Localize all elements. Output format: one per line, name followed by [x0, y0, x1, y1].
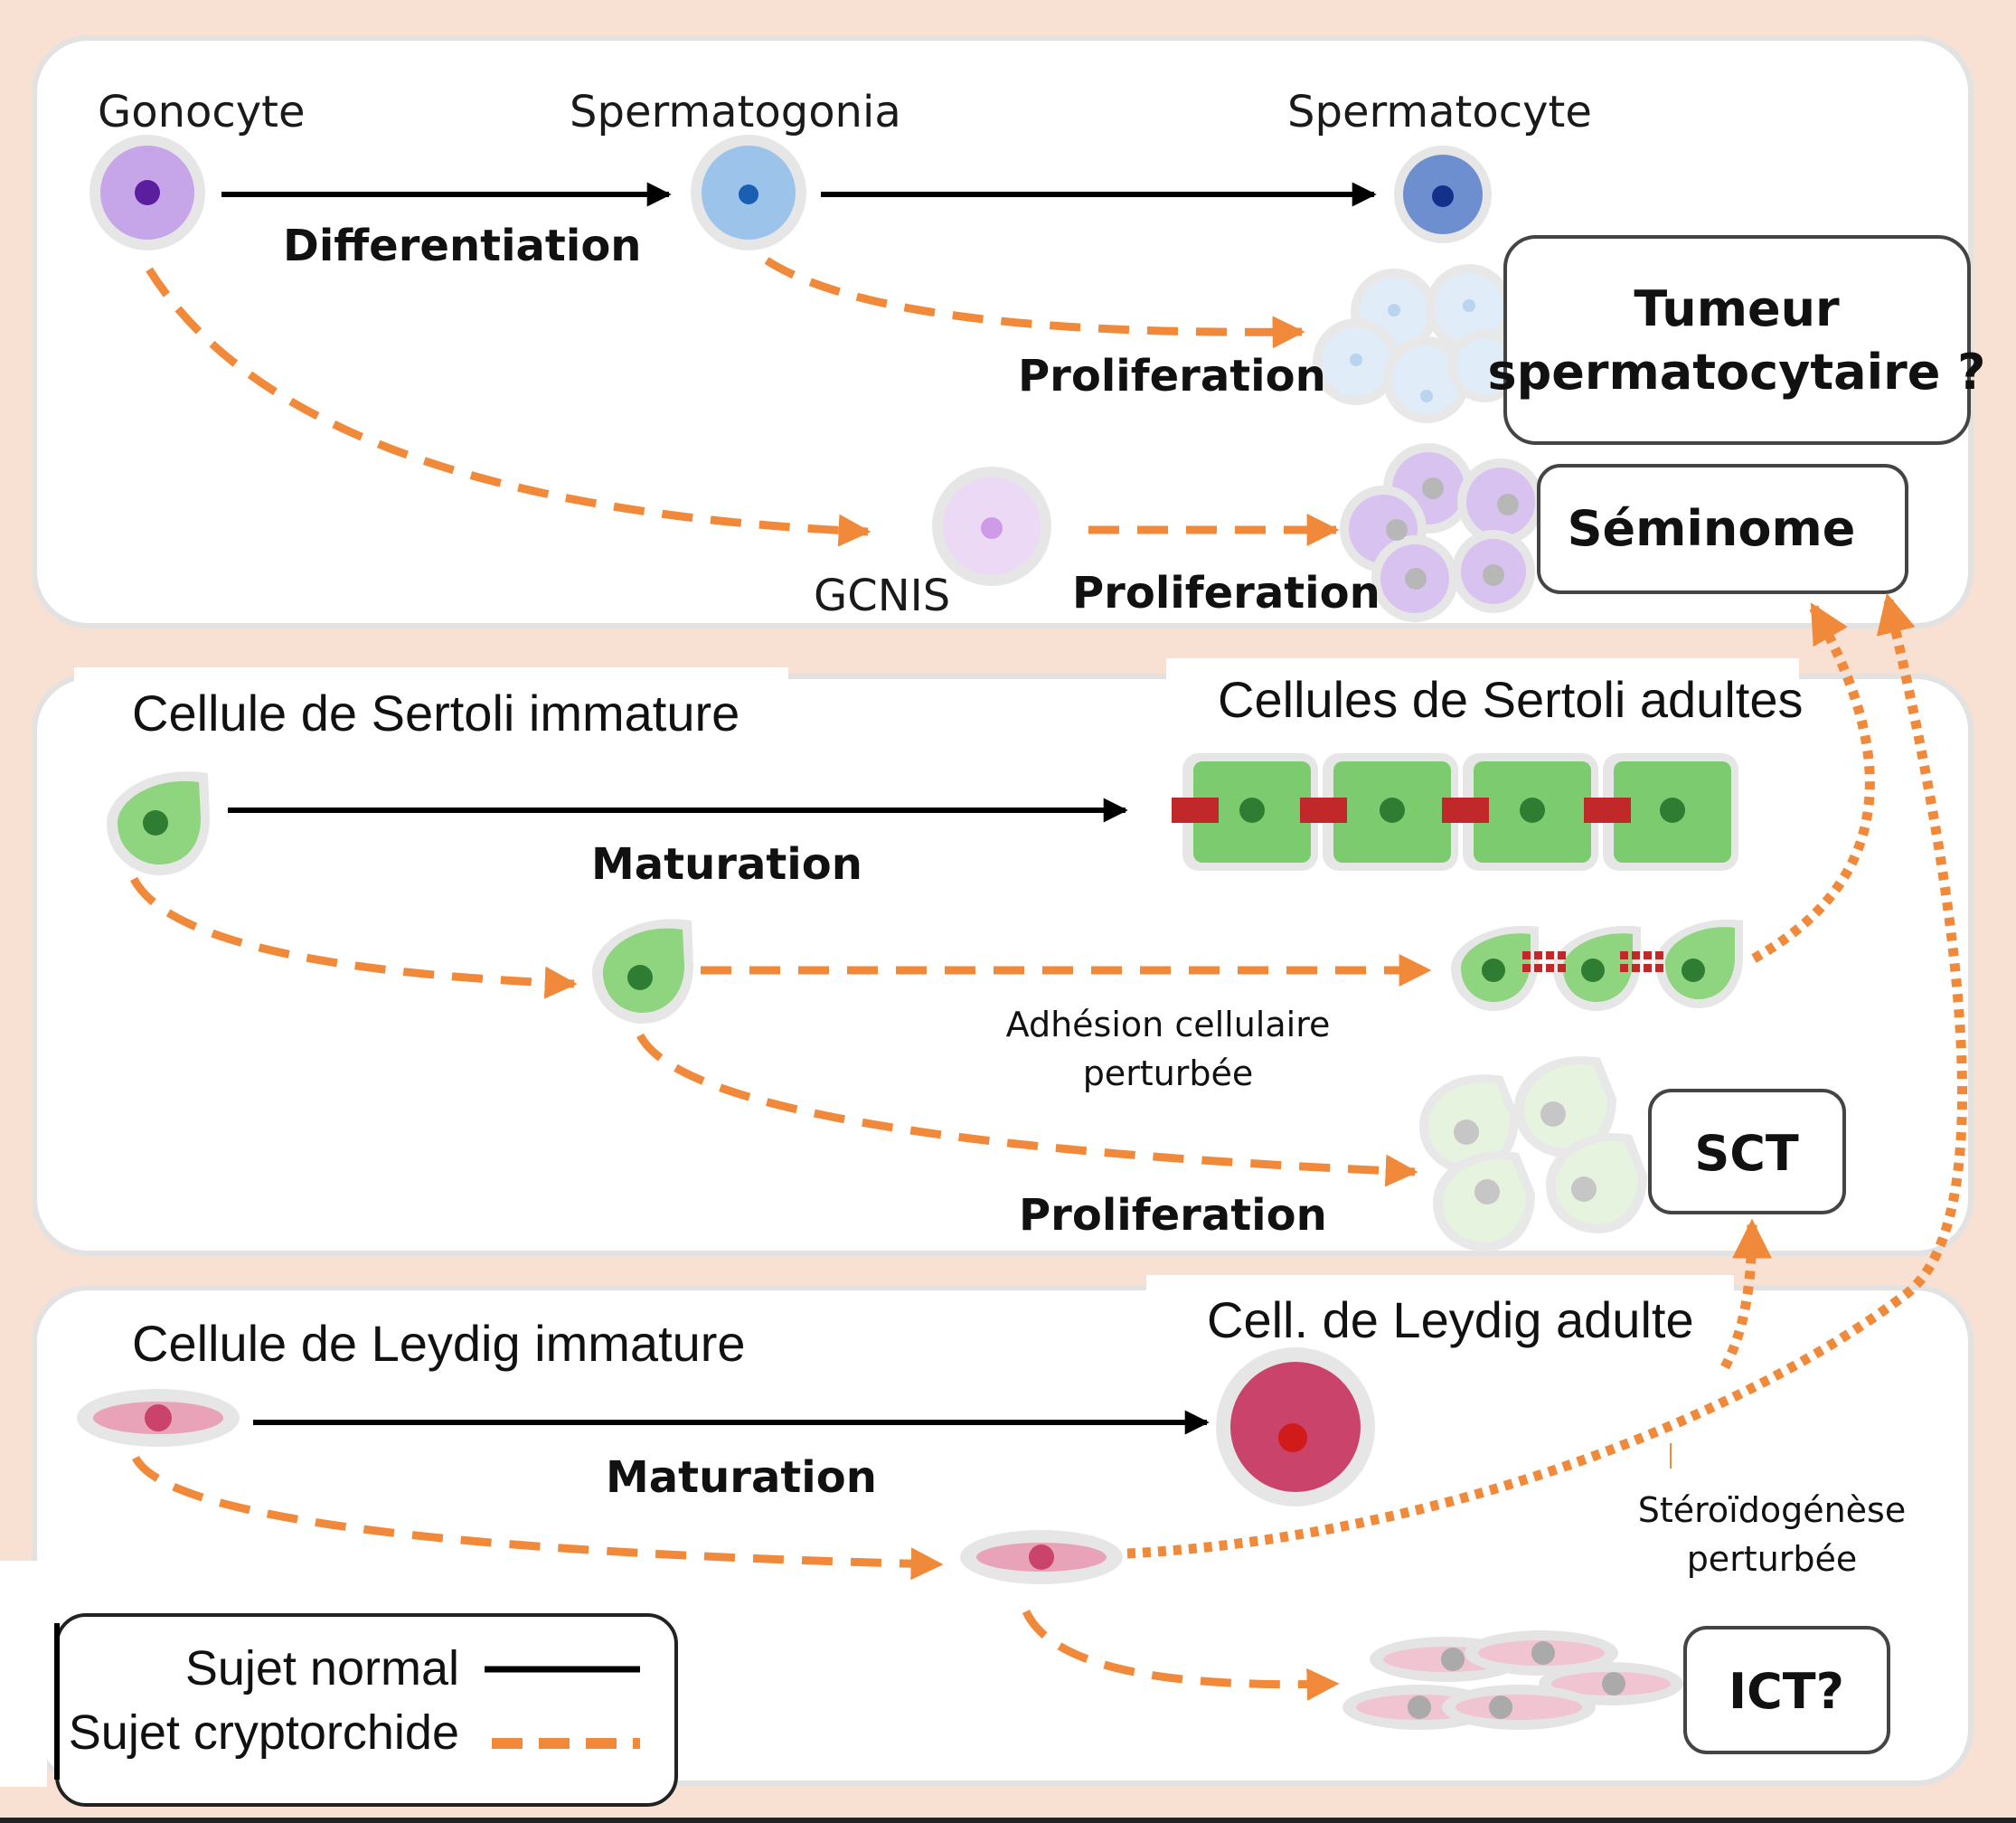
seminoma-cluster: [1340, 443, 1544, 622]
sct-cluster: [1419, 1056, 1647, 1252]
arrow-arrested-to-sct: [636, 1033, 1418, 1187]
steroid-label-backdrop: [1609, 1474, 1953, 1579]
dotted-arrows: [1126, 592, 1967, 1559]
legend-normal-label: Sujet normal: [185, 1641, 459, 1695]
cryptorchid-arrows-sertoli: [130, 876, 1432, 1187]
immature-leydig-cell: [77, 1389, 240, 1447]
label-sct: SCT: [1694, 1125, 1799, 1182]
label-sertoli-proliferation: Proliferation: [1019, 1190, 1327, 1241]
arrow-gonocyte-to-gcnis: [146, 267, 871, 547]
label-leydig-immature: Cellule de Leydig immature: [132, 1315, 746, 1372]
box-seminoma: Séminome: [1537, 464, 1908, 594]
box-ict: ICT?: [1683, 1626, 1890, 1754]
spermatocyte-cell: [1394, 146, 1492, 243]
label-seminoma: Séminome: [1568, 500, 1856, 557]
label-gcnis: GCNIS: [814, 571, 950, 621]
arrow-leydig-to-seminoma: [1126, 592, 1967, 1559]
label-differentiation: Differentiation: [283, 221, 641, 271]
arrow-leydig-proliferation: [1022, 1610, 1340, 1701]
adult-sertoli-cells: [1182, 753, 1738, 871]
box-spermatocytic-tumor: Tumeur spermatocytaire ?: [1487, 235, 1986, 445]
arrow-leydig-to-sct: [1720, 1218, 1772, 1370]
label-steroid-line2: perturbée: [1687, 1539, 1858, 1579]
label-ict: ICT?: [1729, 1663, 1844, 1720]
cryptorchid-arrows-germ: [146, 257, 1340, 547]
label-sertoli-adult: Cellules de Sertoli adultes: [1218, 671, 1803, 728]
tight-junctions: [1172, 798, 1631, 823]
label-proliferation-spermatogonia: Proliferation: [1018, 351, 1326, 401]
arrow-adhesion-to-seminoma: [1751, 602, 1875, 963]
gonocyte-cell: [89, 135, 205, 250]
label-adhesion-line2: perturbée: [1083, 1053, 1254, 1093]
legend: Sujet normal Sujet cryptorchide: [54, 1613, 678, 1807]
label-tumor-line2: spermatocytaire ?: [1487, 344, 1985, 401]
label-leydig-adult: Cell. de Leydig adulte: [1207, 1291, 1694, 1348]
label-backdrop-leydig-adult: [1146, 1275, 1734, 1347]
arrested-sertoli-cell: [592, 919, 693, 1024]
spermatocytic-tumor-cluster: [1313, 264, 1521, 423]
arrow-sertoli-to-arrested: [130, 876, 578, 999]
legend-backdrop: [0, 1561, 47, 1787]
label-steroid-line1: Stéroïdogénèse: [1638, 1490, 1907, 1530]
label-leydig-maturation: Maturation: [606, 1452, 877, 1503]
label-backdrop-sertoli: [74, 667, 788, 731]
label-gonocyte: Gonocyte: [98, 87, 306, 137]
arrow-spermatogonia-proliferation: [764, 257, 1305, 349]
legend-cryptorchid-label: Sujet cryptorchide: [69, 1705, 459, 1760]
cryptorchid-arrows-leydig: [131, 1455, 1340, 1701]
label-sertoli-maturation: Maturation: [591, 839, 862, 890]
immature-sertoli-cell: [107, 771, 210, 875]
label-tumor-line1: Tumeur: [1634, 280, 1840, 337]
label-sertoli-immature: Cellule de Sertoli immature: [132, 685, 740, 741]
label-spermatocyte: Spermatocyte: [1287, 87, 1592, 137]
bottom-border: [0, 1818, 2016, 1823]
ict-cluster: [1342, 1630, 1683, 1730]
label-spermatogonia: Spermatogonia: [570, 87, 901, 137]
label-adhesion-line1: Adhésion cellulaire: [1006, 1005, 1331, 1044]
label-proliferation-gcnis: Proliferation: [1072, 568, 1380, 619]
adult-leydig-cell: [1216, 1347, 1375, 1507]
label-backdrop-sertoli-adult: [1166, 658, 1799, 731]
box-sct: SCT: [1648, 1089, 1846, 1214]
arrested-leydig-cell: [960, 1530, 1123, 1584]
disrupted-sertoli-cells: [1451, 919, 1743, 1011]
spermatogonia-cell: [691, 135, 806, 250]
gcnis-cell: [932, 467, 1051, 586]
